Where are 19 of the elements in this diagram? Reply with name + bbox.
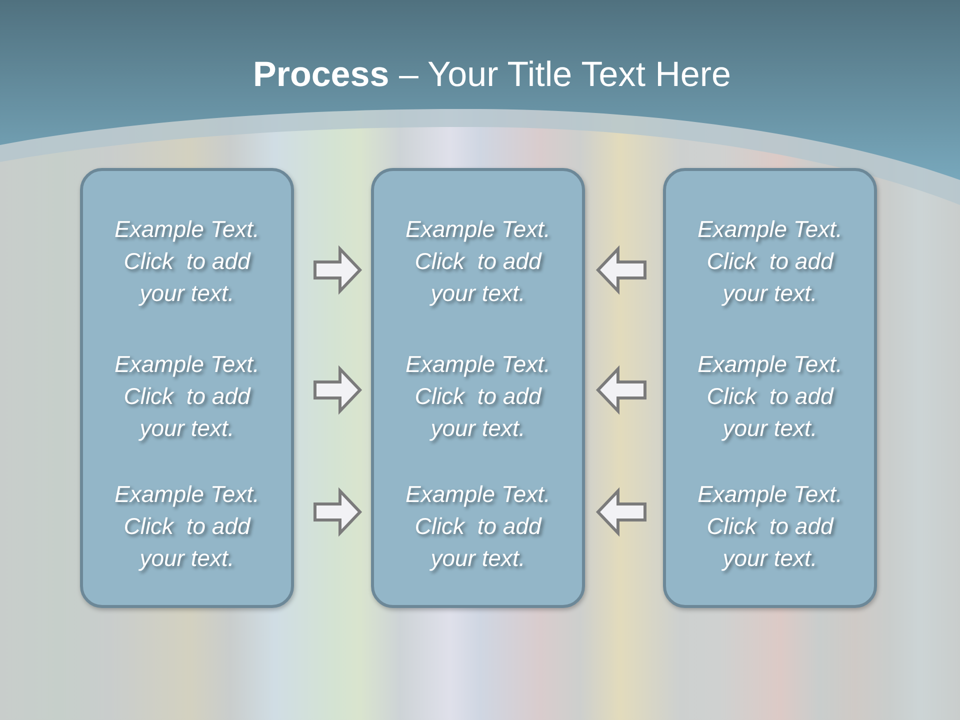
block-arrow — [596, 365, 646, 415]
slide-title: Process – Your Title Text Here — [253, 54, 731, 96]
process-box — [371, 168, 585, 608]
box-text: Example Text. Click to add your text. — [696, 350, 844, 443]
box-text: Example Text. Click to add your text. — [404, 480, 552, 573]
box-text: Example Text. Click to add your text. — [404, 350, 552, 443]
block-arrow — [596, 245, 646, 295]
block-arrow — [314, 245, 362, 295]
box-text: Example Text. Click to add your text. — [696, 215, 844, 308]
process-box — [80, 168, 294, 608]
block-arrow — [596, 487, 646, 537]
block-arrow — [314, 365, 362, 415]
box-text: Example Text. Click to add your text. — [114, 215, 260, 308]
box-text: Example Text. Click to add your text. — [114, 350, 260, 443]
box-text: Example Text. Click to add your text. — [114, 480, 260, 573]
process-box — [663, 168, 877, 608]
box-text: Example Text. Click to add your text. — [696, 480, 844, 573]
box-text: Example Text. Click to add your text. — [404, 215, 552, 308]
block-arrow — [314, 487, 362, 537]
